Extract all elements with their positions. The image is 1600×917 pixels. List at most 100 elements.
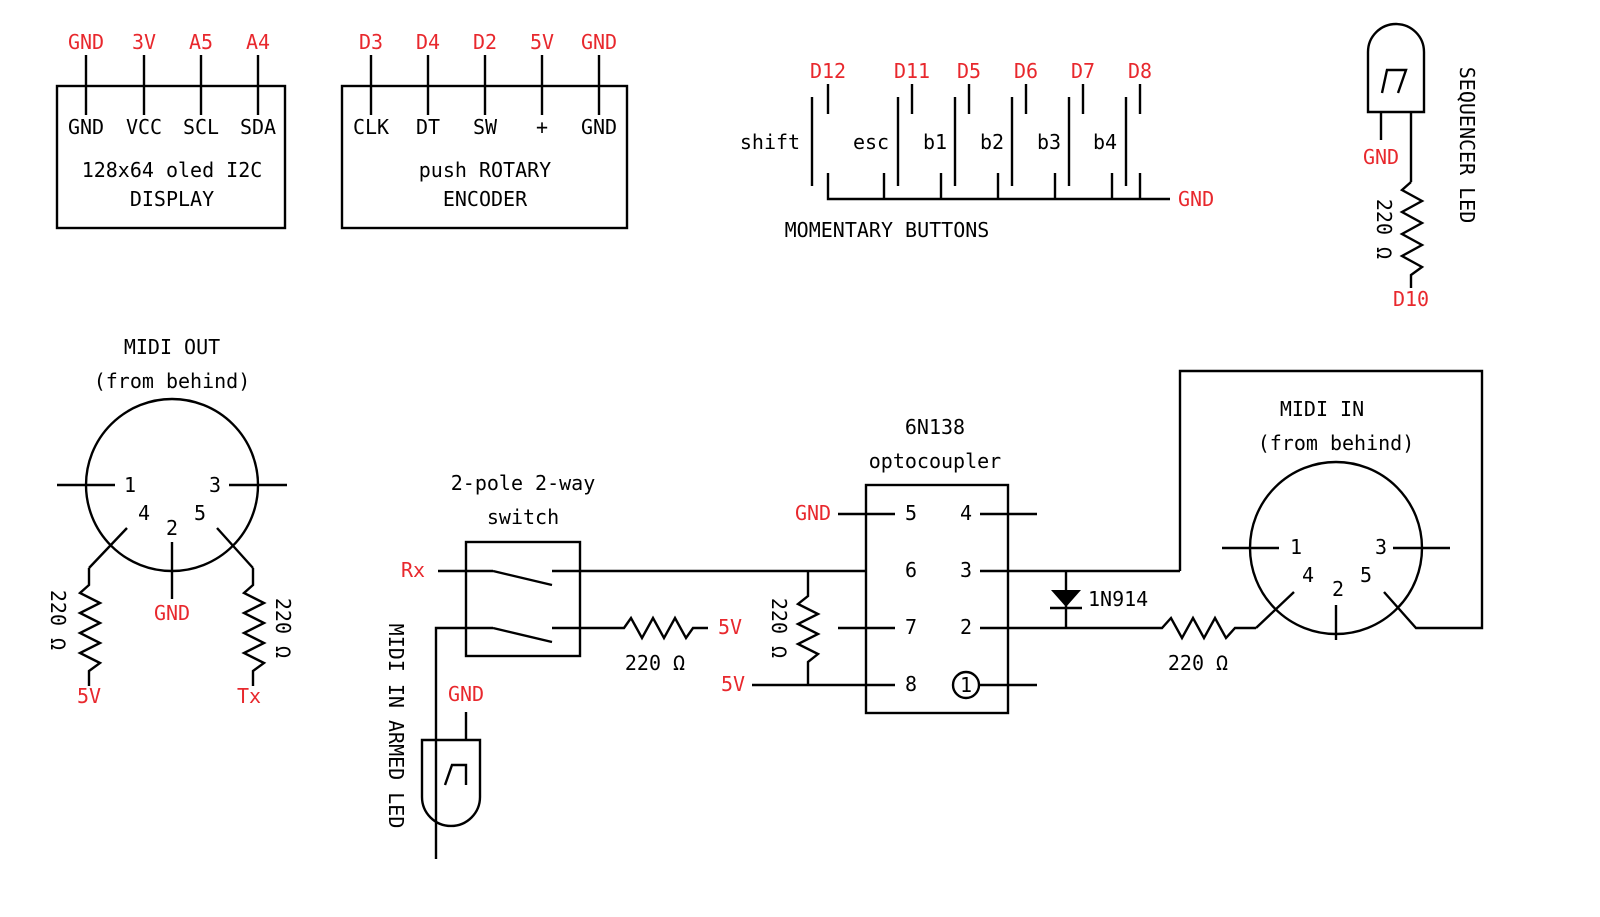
opto-pin-5: 5 bbox=[905, 501, 917, 525]
opto-pin1-circle bbox=[951, 670, 981, 700]
oled-label-gnd: GND bbox=[68, 115, 104, 139]
opto-pin-3: 3 bbox=[960, 558, 972, 582]
midi-in-subtitle: (from behind) bbox=[1258, 431, 1415, 455]
opto-resistor bbox=[795, 571, 821, 685]
encoder-label-sw: SW bbox=[473, 115, 498, 139]
midi-in-armed-led: GND MIDI IN ARMED LED bbox=[384, 624, 484, 829]
opto-pin-8: 8 bbox=[905, 672, 917, 696]
diode-label: 1N914 bbox=[1088, 587, 1148, 611]
button-label-shift: shift bbox=[740, 130, 800, 154]
midi-out-pin-3: 3 bbox=[209, 473, 221, 497]
midi-in-pin-1: 1 bbox=[1290, 535, 1302, 559]
switch-5v: 5V bbox=[718, 615, 742, 639]
opto-pin-7: 7 bbox=[905, 615, 917, 639]
midi-out-pin-4: 4 bbox=[138, 501, 150, 525]
oled-subtitle: DISPLAY bbox=[130, 187, 214, 211]
midi-in-resistor bbox=[1155, 615, 1256, 641]
seq-led-resistor-label: 220 Ω bbox=[1372, 199, 1396, 259]
armed-led-gnd: GND bbox=[448, 682, 484, 706]
button-label-b2: b2 bbox=[980, 130, 1004, 154]
midi-out-connector: MIDI OUT (from behind) 1 3 4 2 5 220 Ω 2… bbox=[46, 335, 295, 708]
oled-box bbox=[55, 84, 287, 230]
seq-led-gnd: GND bbox=[1363, 145, 1399, 169]
opto-box bbox=[864, 483, 1010, 715]
oled-pin-3v: 3V bbox=[132, 30, 156, 54]
midi-out-title: MIDI OUT bbox=[124, 335, 220, 359]
opto-resistor-label: 220 Ω bbox=[767, 598, 791, 658]
opto-pin-2: 2 bbox=[960, 615, 972, 639]
momentary-buttons: D12 D11 D5 D6 D7 D8 shift esc b1 b2 b3 b… bbox=[740, 59, 1214, 242]
armed-led-title: MIDI IN ARMED LED bbox=[384, 624, 408, 829]
switch-subtitle: switch bbox=[487, 505, 559, 529]
diode-icon bbox=[1051, 590, 1081, 607]
encoder-subtitle: ENCODER bbox=[443, 187, 528, 211]
midi-in-pin-2: 2 bbox=[1332, 577, 1344, 601]
oled-title: 128x64 oled I2C bbox=[82, 158, 263, 182]
encoder-label-plus: + bbox=[536, 115, 548, 139]
encoder-pin-d2: D2 bbox=[473, 30, 497, 54]
switch-title: 2-pole 2-way bbox=[451, 471, 596, 495]
seq-led-title: SEQUENCER LED bbox=[1455, 67, 1479, 224]
midi-out-pin-5: 5 bbox=[194, 501, 206, 525]
encoder-title: push ROTARY bbox=[419, 158, 551, 182]
button-label-b3: b3 bbox=[1037, 130, 1061, 154]
buttons-gnd-label: GND bbox=[1178, 187, 1214, 211]
midi-out-gnd: GND bbox=[154, 601, 190, 625]
buttons-title: MOMENTARY BUTTONS bbox=[785, 218, 990, 242]
midi-out-left-res-label: 220 Ω bbox=[46, 590, 70, 650]
rotary-encoder: D3 D4 D2 5V GND CLK DT SW + GND push ROT… bbox=[340, 30, 629, 230]
encoder-pin-gnd: GND bbox=[581, 30, 617, 54]
button-pin-d12: D12 bbox=[810, 59, 846, 83]
midi-in-pin-4: 4 bbox=[1302, 563, 1314, 587]
oled-label-scl: SCL bbox=[183, 115, 219, 139]
button-pin-d6: D6 bbox=[1014, 59, 1038, 83]
switch-resistor bbox=[610, 615, 708, 641]
opto-pin-1: 1 bbox=[960, 673, 972, 697]
seq-led-resistor bbox=[1399, 181, 1425, 288]
two-pole-switch: 2-pole 2-way switch Rx 220 Ω 5V bbox=[401, 471, 866, 859]
midi-in-connector: MIDI IN (from behind) 1 3 4 2 5 220 Ω bbox=[1155, 369, 1484, 675]
oled-display: GND 3V A5 A4 GND VCC SCL SDA 128x64 oled… bbox=[55, 30, 287, 230]
midi-out-right-res-label: 220 Ω bbox=[271, 598, 295, 658]
diode-1n914: 1N914 bbox=[1050, 571, 1148, 628]
sequencer-led: GND 220 Ω D10 SEQUENCER LED bbox=[1363, 22, 1479, 311]
encoder-label-gnd: GND bbox=[581, 115, 617, 139]
midi-out-5v: 5V bbox=[77, 684, 101, 708]
encoder-label-dt: DT bbox=[416, 115, 440, 139]
optocoupler: 6N138 optocoupler GND 5 6 7 8 4 3 2 1 22… bbox=[721, 415, 1180, 715]
button-pin-d8: D8 bbox=[1128, 59, 1152, 83]
midi-out-pin-2: 2 bbox=[166, 516, 178, 540]
midi-in-title: MIDI IN bbox=[1280, 397, 1364, 421]
opto-gnd: GND bbox=[795, 501, 831, 525]
oled-pin-a4: A4 bbox=[246, 30, 270, 54]
armed-led-anode-icon bbox=[443, 763, 468, 786]
midi-in-resistor-label: 220 Ω bbox=[1168, 651, 1228, 675]
armed-led-body-icon bbox=[420, 738, 482, 828]
opto-pin-4: 4 bbox=[960, 501, 972, 525]
seq-led-pin-d10: D10 bbox=[1393, 287, 1429, 311]
encoder-pin-d4: D4 bbox=[416, 30, 440, 54]
opto-5v: 5V bbox=[721, 672, 745, 696]
oled-pin-a5: A5 bbox=[189, 30, 213, 54]
opto-title: 6N138 bbox=[905, 415, 965, 439]
midi-in-pin-3: 3 bbox=[1375, 535, 1387, 559]
opto-subtitle: optocoupler bbox=[869, 449, 1001, 473]
button-pin-d11: D11 bbox=[894, 59, 930, 83]
button-label-b1: b1 bbox=[923, 130, 947, 154]
midi-out-right-resistor bbox=[241, 568, 267, 686]
led-anode-icon bbox=[1380, 68, 1408, 94]
encoder-label-clk: CLK bbox=[353, 115, 389, 139]
switch-rx: Rx bbox=[401, 558, 425, 582]
midi-out-left-resistor bbox=[77, 568, 103, 686]
button-pin-d7: D7 bbox=[1071, 59, 1095, 83]
encoder-pin-d3: D3 bbox=[359, 30, 383, 54]
midi-out-pin-1: 1 bbox=[124, 473, 136, 497]
opto-pin-6: 6 bbox=[905, 558, 917, 582]
midi-out-subtitle: (from behind) bbox=[94, 369, 251, 393]
switch-resistor-label: 220 Ω bbox=[625, 651, 685, 675]
oled-pin-gnd: GND bbox=[68, 30, 104, 54]
midi-out-tx: Tx bbox=[237, 684, 261, 708]
led-body-icon bbox=[1366, 22, 1426, 114]
oled-label-vcc: VCC bbox=[126, 115, 162, 139]
